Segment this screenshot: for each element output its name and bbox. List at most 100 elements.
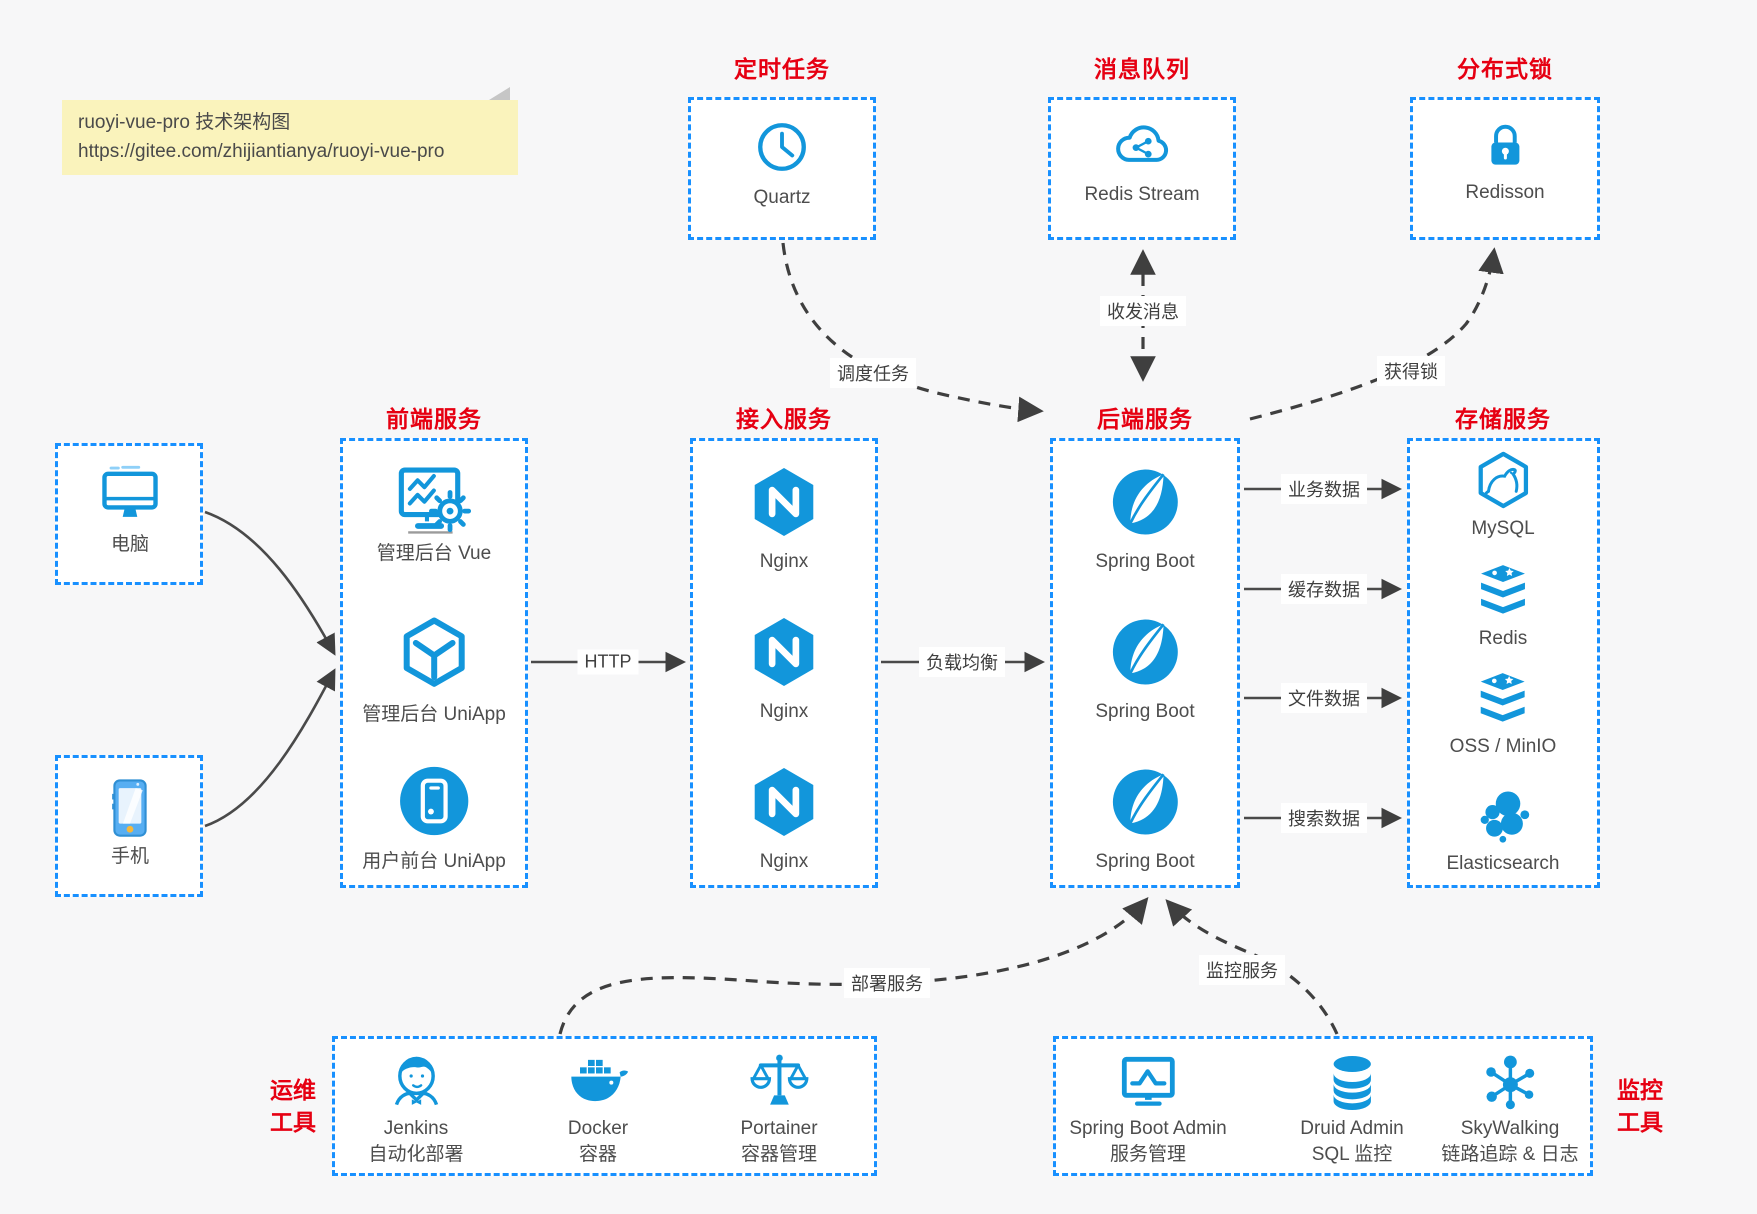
node-label: SkyWalking xyxy=(1460,1118,1560,1139)
node-label: Docker xyxy=(567,1118,629,1139)
side-label-line1: 监控 xyxy=(1617,1077,1663,1103)
node-portainer: Portainer 容器管理 xyxy=(740,1050,818,1167)
spring-boot-icon xyxy=(1107,464,1183,540)
node-label: Druid Admin xyxy=(1300,1118,1404,1139)
side-label-line2: 工具 xyxy=(270,1109,316,1136)
edge-phone-frontend xyxy=(204,668,336,828)
node-label: Spring Boot xyxy=(1095,701,1195,722)
node-label: Jenkins xyxy=(383,1118,449,1139)
box-scheduled-task xyxy=(688,97,876,240)
box-mobile-client xyxy=(55,755,203,897)
edge-label-http: HTTP xyxy=(577,649,639,675)
node-label: 用户前台 UniApp xyxy=(362,851,506,872)
group-title-distributed-lock: 分布式锁 xyxy=(1457,56,1553,82)
edge-label-search-data: 搜索数据 xyxy=(1281,803,1367,833)
node-nginx-1: Nginx xyxy=(746,464,822,575)
note-url: https://gitee.com/zhijiantianya/ruoyi-vu… xyxy=(78,140,445,162)
desktop-icon xyxy=(95,460,165,530)
node-label: Spring Boot xyxy=(1095,551,1195,572)
group-title-frontend: 前端服务 xyxy=(386,406,482,432)
edge-label-load-balance: 负载均衡 xyxy=(919,647,1005,677)
node-quartz: Quartz xyxy=(753,118,811,211)
node-user-uniapp: 用户前台 UniApp xyxy=(362,762,506,875)
group-title-scheduled-task: 定时任务 xyxy=(734,56,830,82)
docker-icon xyxy=(566,1050,630,1114)
nginx-icon xyxy=(746,614,822,690)
edge-label-deploy-service: 部署服务 xyxy=(844,968,930,998)
node-label: Redisson xyxy=(1465,182,1545,203)
elasticsearch-icon xyxy=(1472,785,1534,847)
node-oss-minio: OSS / MinIO xyxy=(1449,668,1557,760)
side-label-monitor: 监控 工具 xyxy=(1617,1074,1663,1138)
edge-label-business-data: 业务数据 xyxy=(1281,474,1367,504)
spring-boot-icon xyxy=(1107,614,1183,690)
nginx-icon xyxy=(746,464,822,540)
node-label: Nginx xyxy=(759,551,809,572)
redis-stack-icon xyxy=(1472,560,1534,622)
node-docker: Docker 容器 xyxy=(566,1050,630,1167)
node-label: Nginx xyxy=(759,851,809,872)
node-redisson: Redisson xyxy=(1465,118,1545,206)
node-label: Spring Boot xyxy=(1095,851,1195,872)
node-mysql: MySQL xyxy=(1471,450,1535,542)
node-label: Portainer xyxy=(740,1118,818,1139)
node-jenkins: Jenkins 自动化部署 xyxy=(368,1050,464,1167)
nginx-icon xyxy=(746,764,822,840)
node-spring-boot-3: Spring Boot xyxy=(1095,764,1195,875)
group-title-message-queue: 消息队列 xyxy=(1094,56,1190,82)
side-label-ops: 运维 工具 xyxy=(270,1074,316,1138)
edge-label-cache-data: 缓存数据 xyxy=(1281,574,1367,604)
box-distributed-lock xyxy=(1410,97,1600,240)
node-admin-uniapp: 管理后台 UniApp xyxy=(362,613,506,728)
node-spring-boot-admin: Spring Boot Admin 服务管理 xyxy=(1069,1050,1227,1167)
side-label-line2: 工具 xyxy=(1617,1109,1663,1136)
storage-stack-icon xyxy=(1472,668,1534,730)
node-label: Nginx xyxy=(759,701,809,722)
node-spring-boot-1: Spring Boot xyxy=(1095,464,1195,575)
clock-icon xyxy=(753,118,811,176)
node-druid-admin: Druid Admin SQL 监控 xyxy=(1300,1050,1404,1167)
group-title-gateway: 接入服务 xyxy=(736,406,832,432)
edge-label-file-data: 文件数据 xyxy=(1281,683,1367,713)
node-elasticsearch: Elasticsearch xyxy=(1447,785,1560,877)
node-sublabel: 自动化部署 xyxy=(368,1143,464,1165)
jenkins-icon xyxy=(384,1050,448,1114)
group-title-backend: 后端服务 xyxy=(1097,406,1193,432)
node-label: 管理后台 Vue xyxy=(376,543,492,564)
edge-pc-frontend xyxy=(204,510,336,656)
node-sublabel: SQL 监控 xyxy=(1311,1143,1393,1165)
node-sublabel: 容器管理 xyxy=(740,1143,818,1165)
monitor-chart-icon xyxy=(1116,1050,1180,1114)
node-sublabel: 容器 xyxy=(578,1143,617,1165)
lock-icon xyxy=(1477,118,1533,174)
group-title-storage: 存储服务 xyxy=(1455,406,1551,432)
edge-deploy-service xyxy=(558,897,1149,1035)
node-admin-vue: 管理后台 Vue xyxy=(377,459,491,567)
sticky-note: ruoyi-vue-pro 技术架构图 https://gitee.com/zh… xyxy=(62,87,518,175)
side-label-line1: 运维 xyxy=(270,1077,316,1103)
edge-label-monitor-service: 监控服务 xyxy=(1199,955,1285,985)
node-redis: Redis xyxy=(1472,560,1534,652)
node-sublabel: 链路追踪 & 日志 xyxy=(1441,1143,1579,1165)
node-mobile: 手机 xyxy=(96,774,164,870)
cloud-network-icon xyxy=(1111,116,1173,178)
uniapp-cube-icon xyxy=(394,613,474,693)
node-label: MySQL xyxy=(1471,518,1535,539)
node-label: OSS / MinIO xyxy=(1449,736,1557,757)
database-icon xyxy=(1320,1050,1384,1114)
node-skywalking: SkyWalking 链路追踪 & 日志 xyxy=(1441,1050,1579,1167)
admin-vue-icon xyxy=(393,459,475,541)
smartphone-icon xyxy=(96,774,164,842)
note-title: ruoyi-vue-pro 技术架构图 xyxy=(78,112,291,133)
node-label: Redis Stream xyxy=(1084,184,1200,205)
edge-acquire-lock xyxy=(1249,247,1504,421)
user-app-icon xyxy=(395,762,473,840)
node-nginx-2: Nginx xyxy=(746,614,822,725)
node-label: Elasticsearch xyxy=(1446,853,1560,874)
edge-label-acquire-lock: 获得锁 xyxy=(1377,356,1445,386)
node-label: 手机 xyxy=(110,846,149,867)
node-sublabel: 服务管理 xyxy=(1109,1143,1186,1165)
node-spring-boot-2: Spring Boot xyxy=(1095,614,1195,725)
node-cluster-icon xyxy=(1478,1050,1542,1114)
